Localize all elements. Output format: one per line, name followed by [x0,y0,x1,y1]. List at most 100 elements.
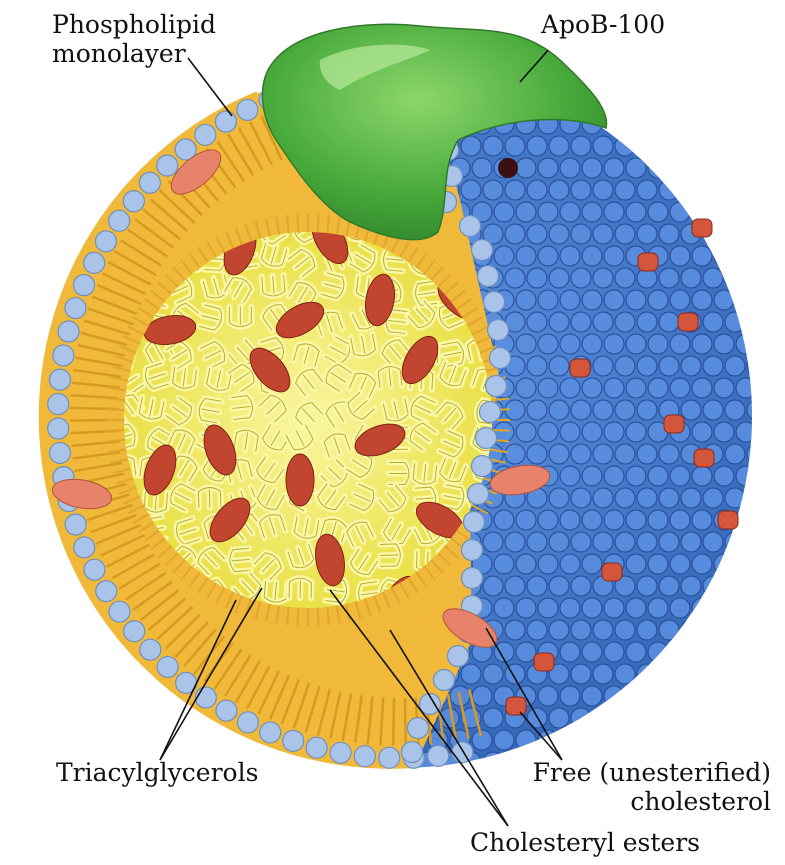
surface-bead [615,268,635,288]
phospholipid-head-edge [464,512,485,533]
surface-bead [637,312,657,332]
surface-bead [758,114,778,134]
surface-bead [758,422,778,442]
surface-bead [681,488,701,508]
phospholipid-head [65,298,86,319]
phospholipid-head [96,581,117,602]
surface-bead [593,708,613,728]
surface-bead [736,158,756,178]
free-cholesterol [692,219,712,237]
surface-bead [659,136,679,156]
surface-bead [637,708,657,728]
surface-bead [582,158,602,178]
surface-bead [637,664,657,684]
surface-bead [637,224,657,244]
surface-bead [516,290,536,310]
surface-bead [703,312,723,332]
surface-bead [648,554,668,574]
surface-bead [692,554,712,574]
phospholipid-head-edge [402,742,423,763]
surface-bead [692,246,712,266]
surface-bead [637,180,657,200]
surface-bead [725,488,745,508]
surface-bead [692,422,712,442]
surface-bead [604,334,624,354]
surface-bead [714,686,734,706]
surface-bead [692,686,712,706]
surface-bead [725,312,745,332]
surface-bead [538,510,558,530]
surface-bead [659,180,679,200]
surface-bead [483,576,503,596]
surface-bead [472,730,492,750]
phospholipid-tail-inner [106,430,124,431]
surface-bead [758,686,778,706]
surface-bead [714,554,734,574]
surface-bead [604,466,624,486]
phospholipid-head-edge [488,320,509,341]
surface-bead [648,466,668,486]
surface-bead [681,664,701,684]
surface-bead [747,576,767,596]
surface-bead [758,290,778,310]
surface-bead [538,158,558,178]
surface-bead [725,620,745,640]
surface-bead [593,224,613,244]
surface-bead [703,664,723,684]
surface-bead [593,268,613,288]
surface-bead [516,510,536,530]
surface-bead [483,180,503,200]
surface-bead [593,532,613,552]
phospholipid-head [306,737,327,758]
free-cholesterol [570,359,590,377]
surface-bead [725,224,745,244]
label-free-cholesterol: Free (unesterified) cholesterol [533,758,771,816]
surface-bead [527,576,547,596]
surface-bead [527,224,547,244]
surface-bead [560,554,580,574]
surface-bead [604,642,624,662]
surface-bead [648,70,668,90]
surface-bead [549,136,569,156]
surface-bead [725,444,745,464]
phospholipid-head-edge [484,292,505,313]
surface-bead [626,730,646,750]
surface-bead [516,378,536,398]
free-cholesterol [638,253,658,271]
surface-bead [747,620,767,640]
surface-bead [549,488,569,508]
surface-bead [483,136,503,156]
surface-bead [747,488,767,508]
surface-bead [472,158,492,178]
surface-bead [648,202,668,222]
surface-bead [703,620,723,640]
surface-bead [703,92,723,112]
surface-bead [538,378,558,398]
surface-bead [593,312,613,332]
surface-bead [637,92,657,112]
surface-bead [714,202,734,222]
surface-bead [549,224,569,244]
surface-bead [615,664,635,684]
surface-bead [571,532,591,552]
surface-bead [604,686,624,706]
surface-bead [725,400,745,420]
surface-bead [626,202,646,222]
surface-bead [560,510,580,530]
surface-bead [560,642,580,662]
surface-bead [494,246,514,266]
surface-bead [527,400,547,420]
surface-bead [549,620,569,640]
surface-bead [538,246,558,266]
surface-bead [692,378,712,398]
surface-bead [648,598,668,618]
surface-bead [681,620,701,640]
surface-bead [681,268,701,288]
phospholipid-tail [393,698,394,746]
surface-bead [692,290,712,310]
surface-bead [483,664,503,684]
surface-bead [538,686,558,706]
surface-bead [615,224,635,244]
surface-bead [714,114,734,134]
surface-bead [725,576,745,596]
